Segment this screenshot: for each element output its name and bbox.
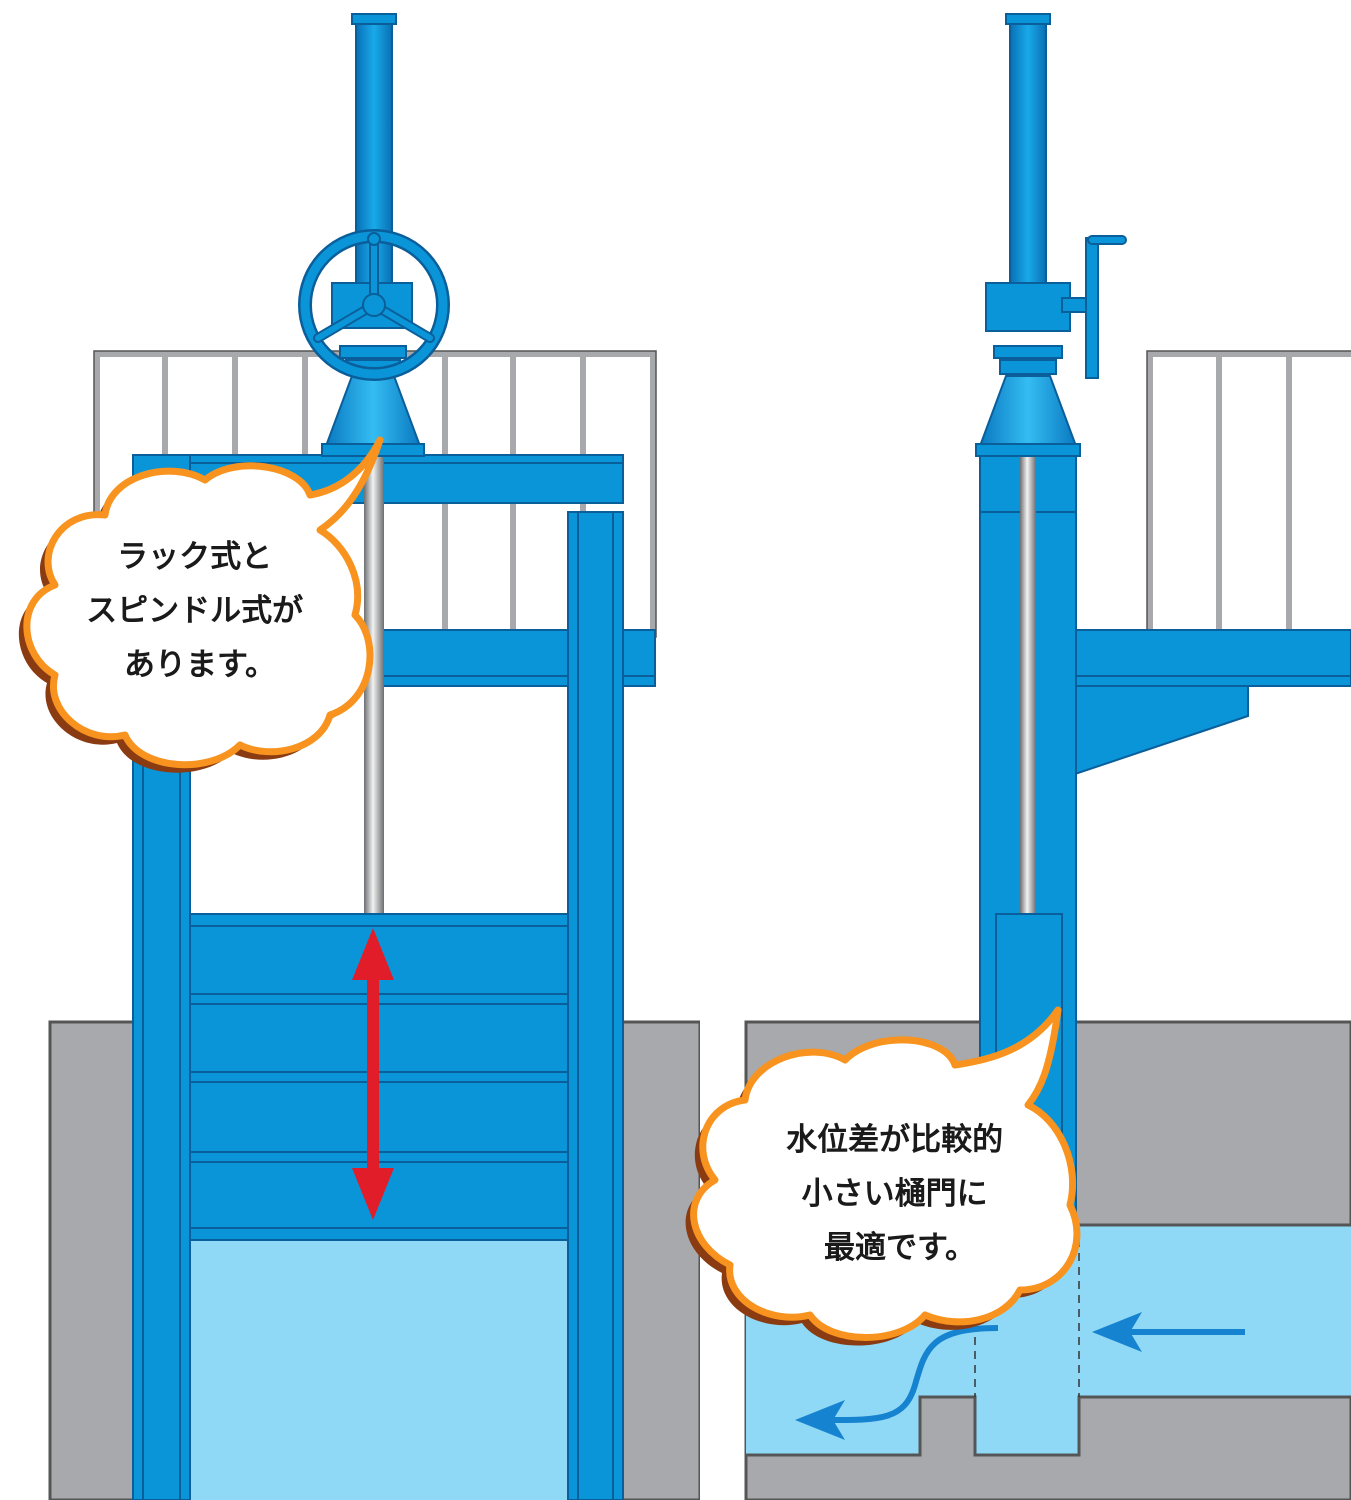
right-bracket xyxy=(1074,685,1249,776)
double-headed-arrow-icon xyxy=(352,928,394,1220)
callout-right-line-1: 水位差が比較的 xyxy=(786,1122,1003,1158)
callout-left: ラック式と スピンドル式が あります。 xyxy=(18,436,384,773)
svg-text:水位差が比較的 小さい樋門に 最適で: 水位差が比較的 小さい樋門に 最適です。 xyxy=(786,1122,1014,1266)
left-spindle-rod xyxy=(364,455,384,915)
handwheel-icon xyxy=(298,229,450,381)
right-water xyxy=(746,1225,1351,1455)
crank-handle-icon xyxy=(1085,235,1127,379)
right-hoist-pipe xyxy=(1009,15,1047,287)
right-walkway-beam xyxy=(1074,629,1351,687)
callout-right: 水位差が比較的 小さい樋門に 最適です。 xyxy=(685,1006,1081,1346)
right-spindle-rod xyxy=(1020,455,1036,915)
svg-text:ラック式と スピンドル式が あります: ラック式と スピンドル式が あります。 xyxy=(86,539,314,683)
left-water xyxy=(190,1240,568,1500)
flow-arrow-icon xyxy=(829,1325,1245,1423)
right-gearbox xyxy=(985,282,1071,332)
right-railing xyxy=(1147,351,1351,634)
callout-left-line-3: あります。 xyxy=(124,647,276,683)
callout-right-line-2: 小さい樋門に xyxy=(802,1176,988,1212)
callout-left-line-1: ラック式と xyxy=(117,539,272,575)
callout-right-line-3: 最適です。 xyxy=(824,1230,976,1266)
left-pedestal-cone xyxy=(324,375,422,447)
right-pedestal-cone xyxy=(978,375,1078,447)
left-post-right xyxy=(567,511,624,1500)
left-gate-assembly xyxy=(48,13,702,1500)
callout-left-line-2: スピンドル式が xyxy=(86,593,303,629)
